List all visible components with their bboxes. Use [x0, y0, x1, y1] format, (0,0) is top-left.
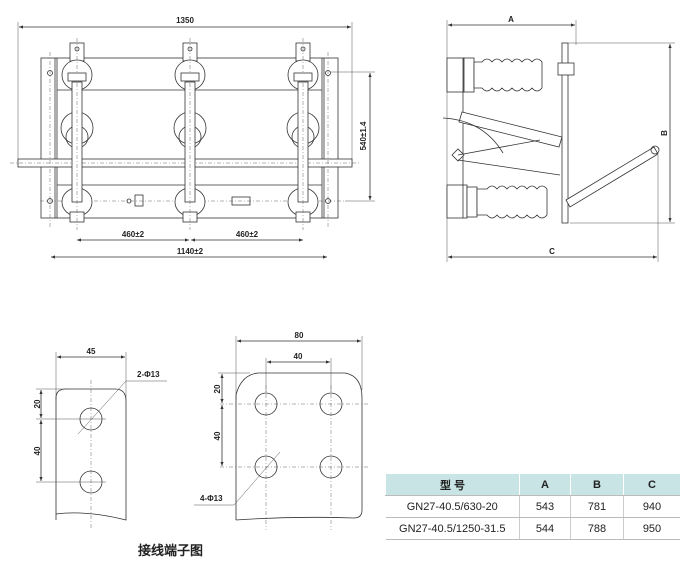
- cell-model: GN27-40.5/1250-31.5: [385, 517, 520, 540]
- cell-a: 544: [519, 517, 571, 540]
- dim-hole-spacing: 40: [213, 431, 222, 440]
- operating-arm: [565, 146, 659, 208]
- table-row: GN27-40.5/630-20 543 781 940: [385, 495, 680, 518]
- dim-c: C: [549, 247, 555, 256]
- header-c: C: [623, 474, 680, 496]
- dimension-table: 型 号 A B C GN27-40.5/630-20 543 781 940 G…: [385, 474, 680, 540]
- terminal-4-hole: 80 40 20 40 4-Φ13: [194, 331, 370, 530]
- dim-a: A: [508, 15, 514, 24]
- header-model: 型 号: [385, 474, 520, 496]
- dim-terminal-width: 45: [87, 347, 96, 356]
- dim-hole-pitch: 40: [294, 352, 303, 361]
- dim-height: 540±1.4: [359, 121, 368, 150]
- cell-a: 543: [519, 495, 571, 518]
- dim-pole-spacing-2: 460±2: [236, 230, 259, 239]
- cell-b: 788: [570, 517, 624, 540]
- cell-model: GN27-40.5/630-20: [385, 495, 520, 518]
- table-row: GN27-40.5/1250-31.5 544 788 950: [385, 517, 680, 540]
- terminal-2-hole: 45 20 40 2-Φ13: [33, 347, 167, 530]
- dim-top-offset: 20: [33, 399, 42, 408]
- dim-hole-spacing: 40: [33, 446, 42, 455]
- dim-pole-spacing-1: 460±2: [122, 230, 145, 239]
- header-a: A: [519, 474, 571, 496]
- hole-spec-label: 2-Φ13: [137, 370, 160, 379]
- cell-b: 781: [570, 495, 624, 518]
- open-blade: [458, 111, 563, 148]
- cell-c: 940: [623, 495, 680, 518]
- front-view: 1350: [10, 16, 375, 259]
- pole-3: [286, 38, 320, 230]
- dim-terminal-width: 80: [295, 331, 304, 340]
- dim-mount-width: 1140±2: [177, 247, 204, 256]
- pole-1: [60, 38, 94, 230]
- dim-top-offset: 20: [213, 384, 222, 393]
- header-b: B: [570, 474, 624, 496]
- lower-insulator: [476, 185, 548, 219]
- terminal-diagram-caption: 接线端子图: [138, 543, 204, 558]
- upper-insulator: [473, 58, 543, 92]
- dim-b: B: [660, 130, 669, 136]
- table-header-row: 型 号 A B C: [385, 474, 680, 496]
- hole-spec-label: 4-Φ13: [200, 494, 223, 503]
- dim-overall-width: 1350: [176, 16, 194, 25]
- side-view: A B C: [442, 15, 675, 262]
- contact-blade: [561, 42, 569, 224]
- cell-c: 950: [623, 517, 680, 540]
- pole-2: [173, 38, 207, 230]
